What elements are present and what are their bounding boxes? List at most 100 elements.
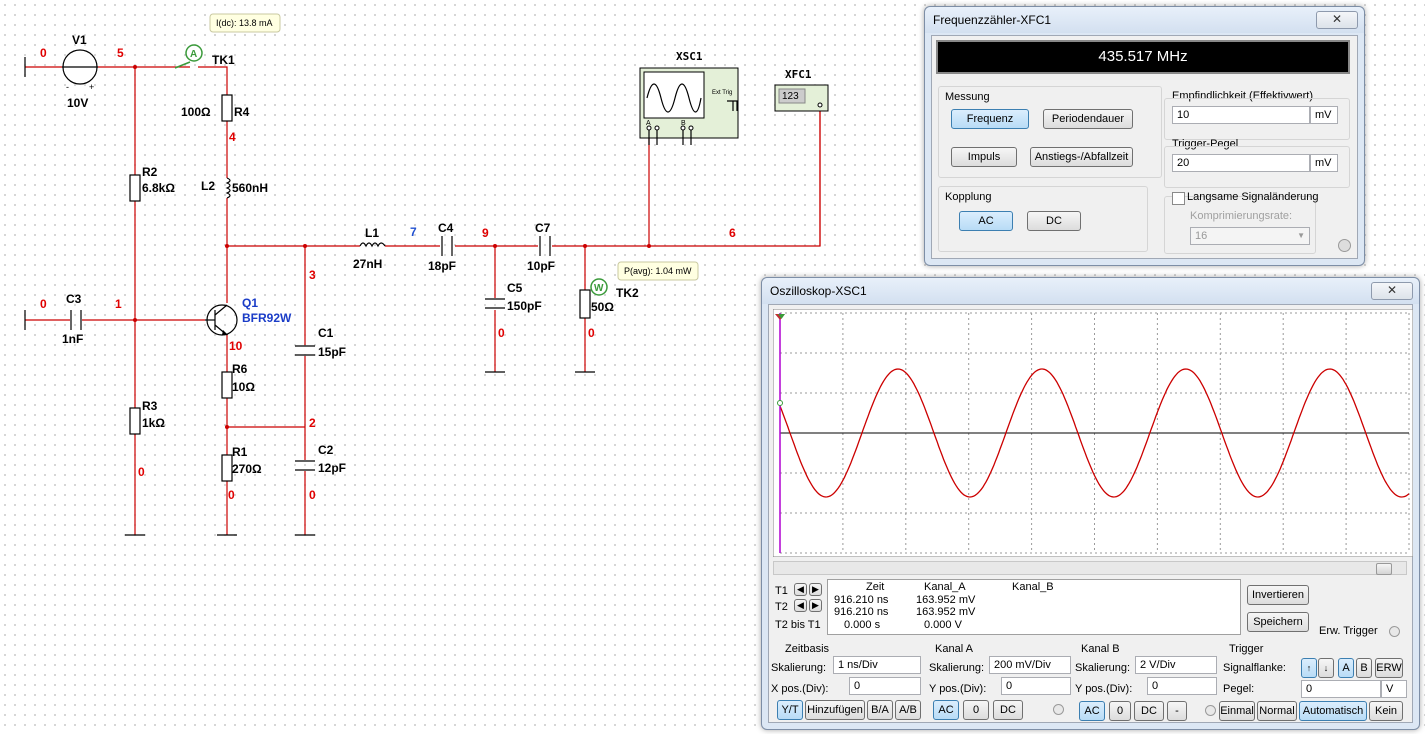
kanal-a-ypos-input[interactable]: 0 [1001,677,1071,695]
inductor-l2[interactable]: L2 560nH [201,177,268,199]
r6-value: 10Ω [232,380,255,394]
capacitor-c1[interactable]: C1 15pF [295,326,346,359]
trigger-source-a-button[interactable]: A [1338,658,1354,678]
resistor-r1[interactable]: R1 270Ω [221,445,262,482]
resistor-r6[interactable]: R6 10Ω [221,362,255,399]
capacitor-c7[interactable]: C7 10pF [527,221,555,273]
x-pos-input[interactable]: 0 [849,677,921,695]
ba-button[interactable]: B/A [867,700,893,720]
automatisch-button[interactable]: Automatisch [1299,701,1367,721]
tk1-name: TK1 [212,53,235,67]
svg-text:A: A [190,49,197,60]
kanal-b-ypos-label: Y pos.(Div): [1075,683,1133,695]
pegel-input[interactable]: 0 [1301,680,1381,698]
coupling-dc-button[interactable]: DC [1027,211,1081,231]
frequency-counter-instrument-xfc1[interactable]: 123 XFC1 [774,68,829,112]
capacitor-c4[interactable]: C4 18pF [428,221,456,273]
falling-edge-icon[interactable]: ↓ [1318,658,1334,678]
empfindlichkeit-input[interactable]: 10 [1172,106,1310,124]
hinzufuegen-button[interactable]: Hinzufügen [805,700,865,720]
load-value: 50Ω [591,300,614,314]
resistor-r4[interactable]: 100Ω R4 [181,94,250,122]
inductor-l1[interactable]: L1 27nH [353,226,386,271]
kanal-a-skalierung-input[interactable]: 200 mV/Div [989,656,1071,674]
t2-right-arrow-icon[interactable]: ▶ [809,599,822,612]
ab-button[interactable]: A/B [895,700,921,720]
kanal-a-radio[interactable] [1053,704,1064,715]
trigger-source-erw-button[interactable]: ERW [1375,658,1403,678]
channel-a-offset-marker[interactable] [777,400,783,406]
trigger-pegel-unit[interactable]: mV [1310,154,1338,172]
komprimierungsrate-select[interactable]: 16 ▼ [1190,227,1310,245]
oscilloscope-window[interactable]: Oszilloskop-XSC1 ✕ T1 ◀ ▶ T2 ◀ ▶ T2 bis … [761,277,1420,730]
kanal-b-minus-button[interactable]: - [1167,701,1187,721]
close-icon: ✕ [1331,12,1343,26]
tk1-reading: I(dc): 13.8 mA [216,18,273,28]
invertieren-button[interactable]: Invertieren [1247,585,1309,605]
t2-left-arrow-icon[interactable]: ◀ [794,599,807,612]
trigger-pegel-input[interactable]: 20 [1172,154,1310,172]
resistor-r3[interactable]: R3 1kΩ [129,399,165,435]
ammeter-tk1[interactable]: A I(dc): 13.8 mA TK1 [174,13,281,69]
close-button[interactable]: ✕ [1371,282,1413,300]
capacitor-c2[interactable]: C2 12pF [295,443,346,475]
scrollbar-thumb[interactable] [1376,563,1392,575]
kanal-a-dc-button[interactable]: DC [993,700,1023,720]
resize-grip-icon[interactable] [1338,239,1351,252]
oscilloscope-instrument-xsc1[interactable]: XSC1 Ext Trig A B [639,50,739,145]
kanal-b-dc-button[interactable]: DC [1134,701,1164,721]
scope-scrollbar[interactable] [773,561,1407,575]
capacitor-c3[interactable]: C3 1nF [62,292,83,346]
kanal-b-skalierung-input[interactable]: 2 V/Div [1135,656,1217,674]
c1-value: 15pF [318,345,346,359]
oscilloscope-titlebar[interactable]: Oszilloskop-XSC1 ✕ [762,278,1419,304]
pegel-unit[interactable]: V [1381,680,1407,698]
resistor-r2[interactable]: R2 6.8kΩ [129,165,175,202]
anstiegs-abfallzeit-button[interactable]: Anstiegs-/Abfallzeit [1030,147,1133,167]
node-label: 7 [410,225,417,239]
coupling-ac-button[interactable]: AC [959,211,1013,231]
t1-right-arrow-icon[interactable]: ▶ [809,583,822,596]
scope-screen[interactable] [773,309,1413,557]
node-labels: 0 5 4 0 1 10 3 2 0 0 0 7 9 6 0 0 [40,46,736,502]
speichern-button[interactable]: Speichern [1247,612,1309,632]
impuls-button[interactable]: Impuls [951,147,1017,167]
frequenz-button[interactable]: Frequenz [951,109,1029,129]
wattmeter-tk2[interactable]: W P(avg): 1.04 mW TK2 [590,261,699,300]
transistor-q1[interactable]: Q1 BFR92W [205,296,292,336]
yt-button[interactable]: Y/T [777,700,803,720]
kanal-b-ypos-input[interactable]: 0 [1147,677,1217,695]
kanal-b-ac-button[interactable]: AC [1079,701,1105,721]
erw-trigger-label: Erw. Trigger [1319,625,1378,637]
kanal-b-radio[interactable] [1205,705,1216,716]
rising-edge-icon[interactable]: ↑ [1301,658,1317,678]
readout-diff-zeit: 0.000 s [844,619,881,631]
l2-name: L2 [201,179,215,193]
resistor-load-50[interactable]: 50Ω [579,289,614,319]
empfindlichkeit-unit[interactable]: mV [1310,106,1338,124]
kanal-b-zero-button[interactable]: 0 [1109,701,1131,721]
trigger-source-b-button[interactable]: B [1356,658,1372,678]
capacitor-c5[interactable]: C5 150pF [485,281,542,313]
close-button[interactable]: ✕ [1316,11,1358,29]
r1-name: R1 [232,445,248,459]
periodendauer-button[interactable]: Periodendauer [1043,109,1133,129]
kanal-b-skalierung-label: Skalierung: [1075,662,1131,674]
xsc1-b-label: B [681,120,686,127]
frequency-counter-window[interactable]: Frequenzzähler-XFC1 ✕ 435.517 MHz Messun… [924,6,1365,266]
voltage-source-v1[interactable]: +- V1 10V [62,33,98,110]
c1-name: C1 [318,326,334,340]
t2-bis-t1-label: T2 bis T1 [775,619,821,631]
t1-left-arrow-icon[interactable]: ◀ [794,583,807,596]
kanal-a-ac-button[interactable]: AC [933,700,959,720]
kanal-a-zero-button[interactable]: 0 [963,700,989,720]
zeitbasis-skalierung-label: Skalierung: [771,662,827,674]
erw-trigger-radio[interactable] [1389,626,1400,637]
kein-button[interactable]: Kein [1369,701,1403,721]
einmal-button[interactable]: Einmal [1219,701,1255,721]
normal-button[interactable]: Normal [1257,701,1297,721]
zeitbasis-skalierung-input[interactable]: 1 ns/Div [833,656,921,674]
langsame-checkbox[interactable] [1172,192,1185,205]
frequency-counter-titlebar[interactable]: Frequenzzähler-XFC1 ✕ [925,7,1364,33]
